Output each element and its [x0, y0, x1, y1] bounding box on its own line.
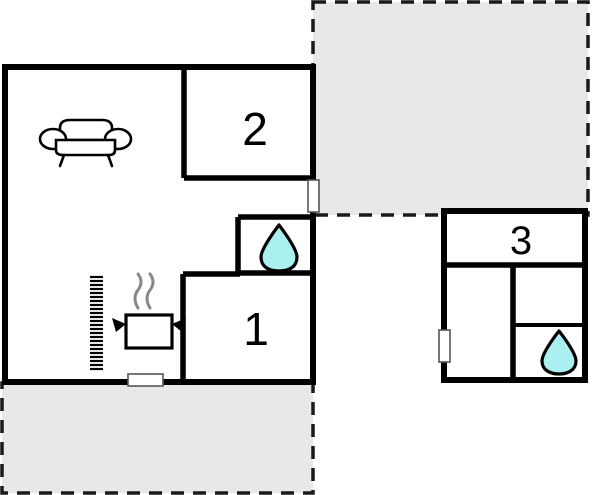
radiator-icon	[90, 275, 103, 371]
door-main-east[interactable]	[307, 179, 320, 213]
annex-building	[441, 208, 588, 383]
door-main-south[interactable]	[127, 373, 164, 387]
doors-group	[127, 179, 451, 387]
room-label-2: 2	[242, 103, 268, 155]
room-label-3: 3	[510, 219, 532, 263]
room-label-1: 1	[243, 303, 269, 355]
water-drop-icon	[540, 329, 578, 376]
door-annex-west[interactable]	[438, 329, 451, 363]
terrace-bottom	[0, 381, 315, 495]
water-drop-icon	[259, 223, 299, 273]
terrace-top	[311, 0, 590, 217]
sofa-icon	[38, 118, 133, 168]
cooking-pot-icon	[112, 272, 186, 350]
